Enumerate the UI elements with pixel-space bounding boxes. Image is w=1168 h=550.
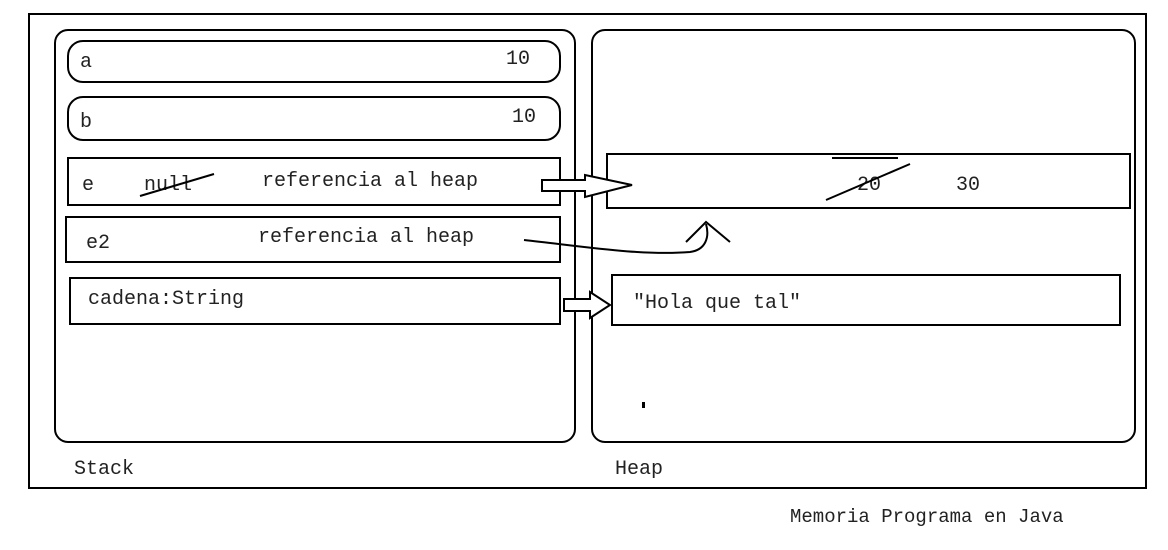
- diagram-caption: Memoria Programa en Java: [790, 506, 1064, 528]
- heap-string-box: [611, 274, 1121, 326]
- var-e-name: e: [82, 174, 95, 197]
- var-e2-value: referencia al heap: [258, 226, 475, 249]
- heap-object-value: 30: [956, 174, 981, 197]
- var-a-value: 10: [506, 48, 531, 71]
- heap-object-old-value: 20: [857, 174, 882, 197]
- var-a-name: a: [80, 51, 93, 74]
- stack-label: Stack: [74, 458, 135, 481]
- stack-var-cadena: [69, 277, 561, 325]
- var-e2-name: e2: [86, 232, 111, 255]
- stack-var-a: [67, 40, 561, 83]
- var-b-value: 10: [512, 106, 537, 129]
- heap-panel: [591, 29, 1136, 443]
- stack-panel: [54, 29, 576, 443]
- var-e-value: referencia al heap: [262, 170, 479, 193]
- stack-var-b: [67, 96, 561, 141]
- cadena-reference-arrow: [563, 290, 612, 320]
- memory-diagram-frame: [28, 13, 1147, 489]
- e2-reference-arrow: [523, 223, 709, 254]
- var-b-name: b: [80, 111, 93, 134]
- e2-arrow-head: [685, 220, 731, 243]
- heap-string-value: "Hola que tal": [633, 292, 802, 315]
- old-value-strike-line: [825, 163, 911, 201]
- null-strike-line: [139, 173, 215, 197]
- heap-dot: [642, 402, 645, 408]
- stack-var-e2: [65, 216, 561, 263]
- heap-label: Heap: [615, 458, 664, 481]
- var-cadena-name: cadena:String: [88, 288, 245, 311]
- e-reference-arrow: [541, 173, 633, 199]
